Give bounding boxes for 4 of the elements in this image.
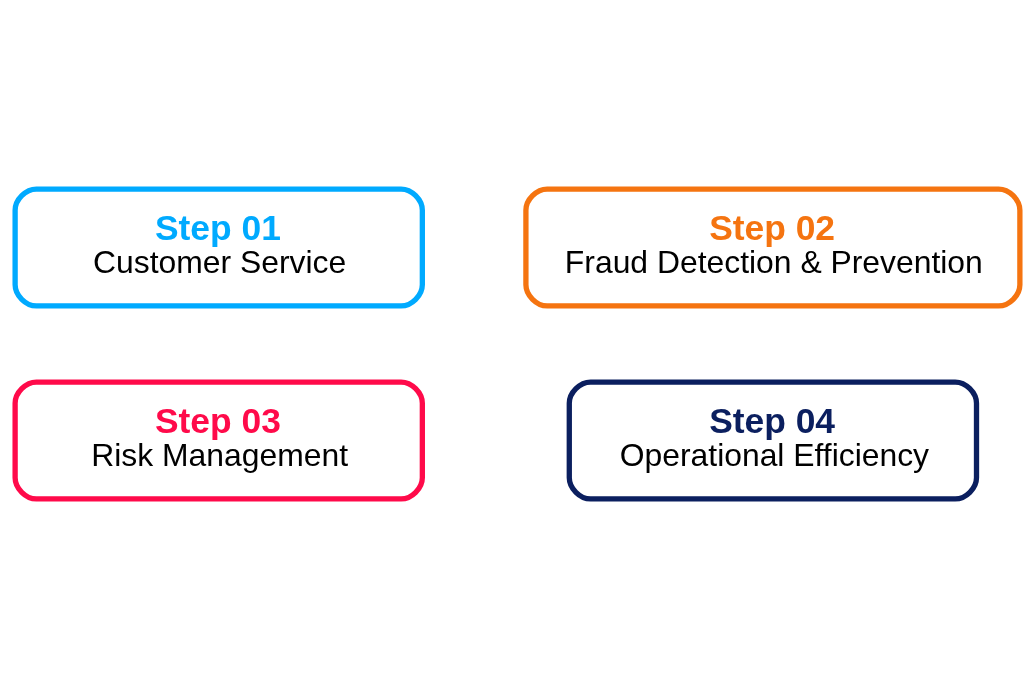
node-box: Step 03 Risk Management — [12, 379, 425, 502]
node-box: Step 02 Fraud Detection & Prevention — [523, 186, 1023, 309]
node-box: Step 01 Customer Service — [12, 186, 425, 309]
node-box: Step 04 Operational Efficiency — [566, 379, 980, 502]
